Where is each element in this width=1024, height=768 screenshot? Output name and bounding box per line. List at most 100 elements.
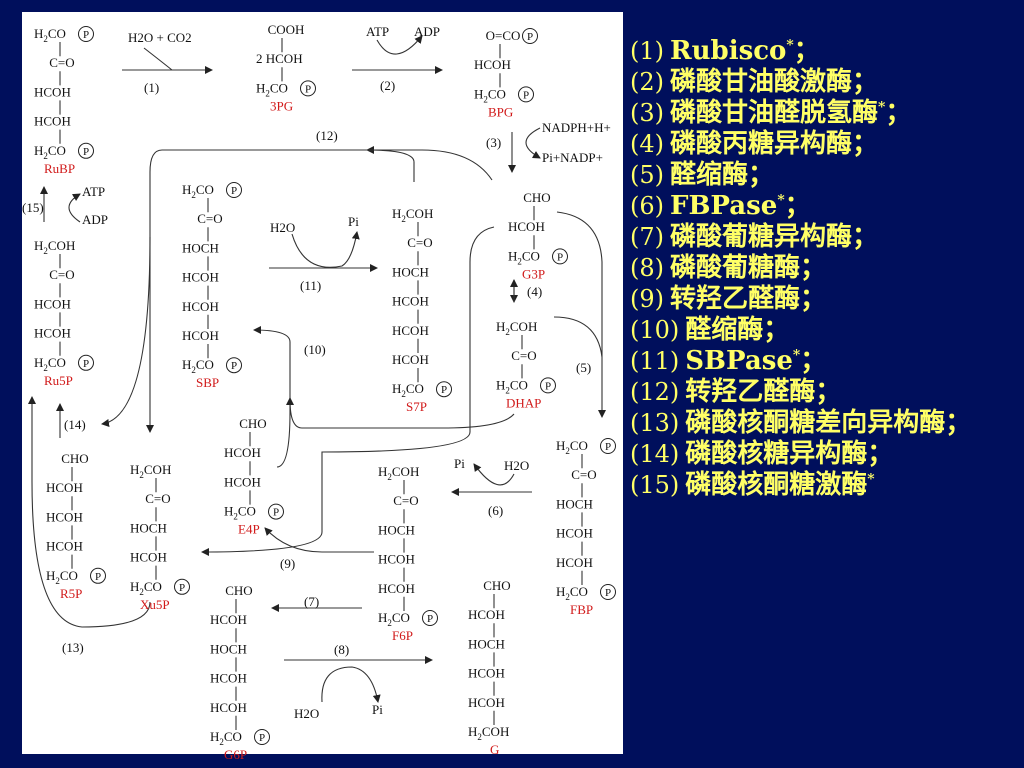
structure-line: HCOH — [474, 57, 511, 72]
enzyme-item: (13)磷酸核酮糖差向异构酶； — [630, 408, 1010, 439]
enzyme-number: (7) — [630, 223, 664, 251]
cofactor-adp-2: ADP — [414, 24, 440, 39]
structure-line: HCOH — [392, 323, 429, 338]
enzyme-name: 磷酸核酮糖激酶 — [685, 470, 868, 500]
atp-adp-arrow — [376, 35, 423, 55]
enzyme-item: (9)转羟乙醛酶； — [630, 284, 1010, 315]
enzyme-name: Rubisco — [670, 36, 787, 66]
reaction-arrows — [28, 35, 606, 703]
step-label-3: (3) — [486, 135, 501, 150]
enzyme-key-marker: * — [786, 37, 794, 54]
phosphate-icon: P — [226, 182, 242, 198]
structure-line: HOCH — [378, 522, 415, 537]
structure-line: H2COH — [34, 238, 75, 256]
cofactors: H2O + CO2 ATP ADP NADPH+H+ Pi+NADP+ ATP … — [82, 24, 611, 721]
structure-line: 2 HCOH — [256, 51, 303, 66]
structure-line: C=O — [407, 235, 432, 250]
enzyme-separator: ； — [815, 377, 842, 407]
structure-line: C=O — [49, 267, 74, 282]
enzyme-name: 磷酸甘油酸激酶 — [670, 67, 853, 97]
enzyme-name: 转羟乙醛酶 — [670, 284, 801, 314]
structure-line: HOCH — [130, 520, 167, 535]
step-label-2: (2) — [380, 78, 395, 93]
arrow-step-5 — [556, 211, 606, 418]
enzyme-number: (4) — [630, 130, 664, 158]
svg-text:P: P — [231, 360, 237, 372]
phosphate-icon: P — [552, 248, 568, 265]
svg-text:P: P — [441, 384, 447, 396]
phosphate-icon: P — [518, 86, 534, 103]
structure-line: HCOH — [378, 552, 415, 567]
metabolite-label-s7p: S7P — [406, 399, 427, 414]
enzyme-number: (13) — [630, 409, 680, 437]
structure-line: HCOH — [210, 671, 247, 686]
phosphate-icon: P — [254, 729, 270, 745]
enzyme-number: (2) — [630, 68, 664, 96]
structure-line: H2CO — [508, 248, 540, 266]
structure-line: HOCH — [210, 641, 247, 656]
structure-line: HCOH — [34, 296, 71, 311]
enzyme-name: 磷酸葡糖酶 — [670, 253, 801, 283]
structure-line: H2CO — [256, 80, 288, 98]
enzyme-separator: ； — [748, 160, 775, 190]
metabolite-label-xu5p: Xu5P — [140, 597, 170, 612]
phosphate-icon: P — [78, 354, 94, 371]
metabolite-label-r5p: R5P — [60, 586, 82, 601]
metabolite-label-f6p: F6P — [392, 628, 413, 643]
phosphate-icon: P — [422, 610, 438, 626]
structure-line: C=O — [571, 467, 596, 482]
cofactor-atp-2: ATP — [366, 24, 389, 39]
enzyme-separator: ； — [800, 284, 827, 314]
cofactor-nadph: NADPH+H+ — [542, 120, 611, 135]
enzyme-list: (1)Rubisco*；(2)磷酸甘油酸激酶；(3)磷酸甘油醛脱氢酶*；(4)磷… — [630, 36, 1010, 501]
structure-line: H2CO — [34, 143, 66, 161]
cofactor-h2o-6: H2O — [504, 458, 529, 473]
enzyme-number: (10) — [630, 316, 680, 344]
enzyme-number: (11) — [630, 347, 680, 375]
enzyme-separator: ； — [945, 408, 972, 438]
enzyme-number: (14) — [630, 440, 680, 468]
arrow-step-13 — [28, 396, 151, 628]
structure-line: H2CO — [182, 182, 214, 200]
cofactor-h2o-8: H2O — [294, 706, 319, 721]
enzyme-number: (1) — [630, 37, 664, 65]
structure-line: CHO — [61, 451, 88, 466]
enzyme-name: 醛缩酶 — [685, 315, 764, 345]
structure-line: HCOH — [182, 270, 219, 285]
svg-text:P: P — [83, 146, 89, 158]
structure-line: HCOH — [508, 219, 545, 234]
cofactor-pi-nadp: Pi+NADP+ — [542, 150, 603, 165]
enzyme-item: (4)磷酸丙糖异构酶； — [630, 129, 1010, 160]
structure-line: H2COH — [468, 724, 509, 742]
structure-line: H2CO — [496, 377, 528, 395]
structure-line: H2COH — [392, 206, 433, 224]
step-label-13: (13) — [62, 640, 84, 655]
arrow-step-12 — [366, 146, 415, 182]
structure-line: H2COH — [378, 464, 419, 482]
cofactor-h2o-11: H2O — [270, 220, 295, 235]
enzyme-separator: ； — [852, 67, 879, 97]
metabolite-label-ru5p: Ru5P — [44, 373, 73, 388]
metabolite-label-fbp: FBP — [570, 602, 593, 617]
svg-text:P: P — [305, 83, 311, 95]
structure-line: H2CO — [556, 438, 588, 456]
svg-text:P: P — [83, 358, 89, 370]
structure-line: HOCH — [468, 636, 505, 651]
svg-text:P: P — [605, 441, 611, 453]
structure-line: HCOH — [468, 666, 505, 681]
structure-line: HOCH — [556, 496, 593, 511]
svg-text:P: P — [95, 571, 101, 583]
enzyme-item: (3)磷酸甘油醛脱氢酶*； — [630, 98, 1010, 129]
structure-line: H2CO — [34, 26, 66, 44]
structure-line: H2CO — [474, 86, 506, 104]
step-label-7: (7) — [304, 594, 319, 609]
step-label-4: (4) — [527, 284, 542, 299]
